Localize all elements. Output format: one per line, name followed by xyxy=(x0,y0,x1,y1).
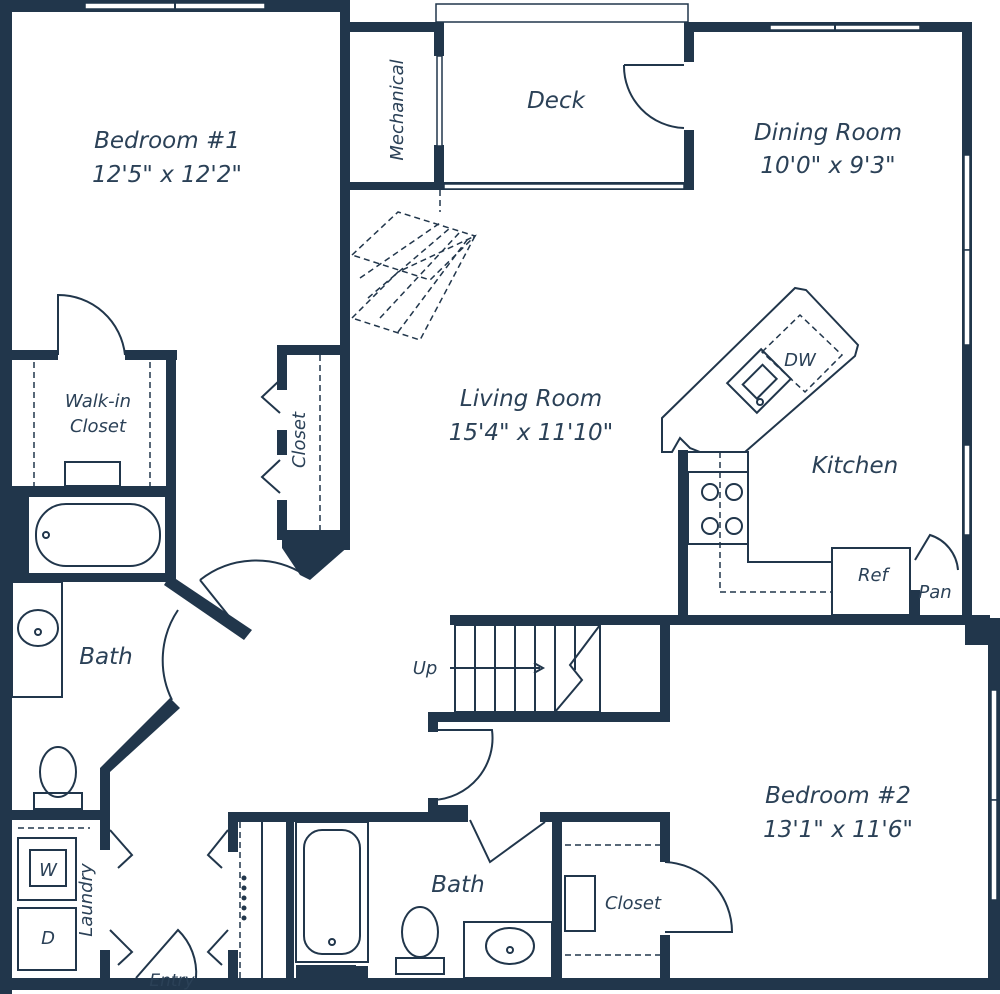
doors xyxy=(57,64,959,979)
bedroom1-name: Bedroom #1 xyxy=(94,128,240,154)
dining-room-dims: 10'0" x 9'3" xyxy=(760,153,895,179)
bedroom2-dims: 13'1" x 11'6" xyxy=(763,817,913,843)
hatched-corners xyxy=(296,625,989,971)
stairs-up-label: Up xyxy=(413,658,438,679)
room-labels: Bedroom #1 12'5" x 12'2" Walk-in Closet … xyxy=(39,59,952,991)
walkin-closet-line2: Closet xyxy=(70,416,127,437)
bedroom2-closet-label: Closet xyxy=(605,893,662,914)
bath2-label: Bath xyxy=(431,872,484,898)
bedroom2-name: Bedroom #2 xyxy=(765,783,911,809)
walkin-closet-line1: Walk-in xyxy=(65,391,131,412)
bath1-label: Bath xyxy=(79,644,132,670)
pantry-label: Pan xyxy=(918,582,951,603)
living-room-name: Living Room xyxy=(460,386,602,412)
closets xyxy=(33,355,660,978)
living-room-dims: 15'4" x 11'10" xyxy=(449,420,613,446)
refrigerator-label: Ref xyxy=(858,565,891,586)
entry-label: Entry xyxy=(149,971,195,991)
kitchen-fixtures xyxy=(661,286,911,616)
windows xyxy=(84,2,998,901)
bedroom1-dims: 12'5" x 12'2" xyxy=(92,162,242,188)
washer-label: W xyxy=(39,860,58,881)
kitchen-label: Kitchen xyxy=(812,453,898,479)
deck-label: Deck xyxy=(527,88,587,114)
bedroom1-closet-label: Closet xyxy=(289,411,310,468)
laundry-label: Laundry xyxy=(76,863,97,937)
bath1-fixtures xyxy=(11,495,167,810)
stairs xyxy=(350,190,601,713)
bath2-fixtures xyxy=(295,821,553,979)
laundry-fixtures xyxy=(17,827,90,971)
dryer-label: D xyxy=(41,928,55,949)
dishwasher-label: DW xyxy=(784,350,817,371)
mechanical-label: Mechanical xyxy=(387,59,408,160)
dining-room-name: Dining Room xyxy=(754,120,902,146)
